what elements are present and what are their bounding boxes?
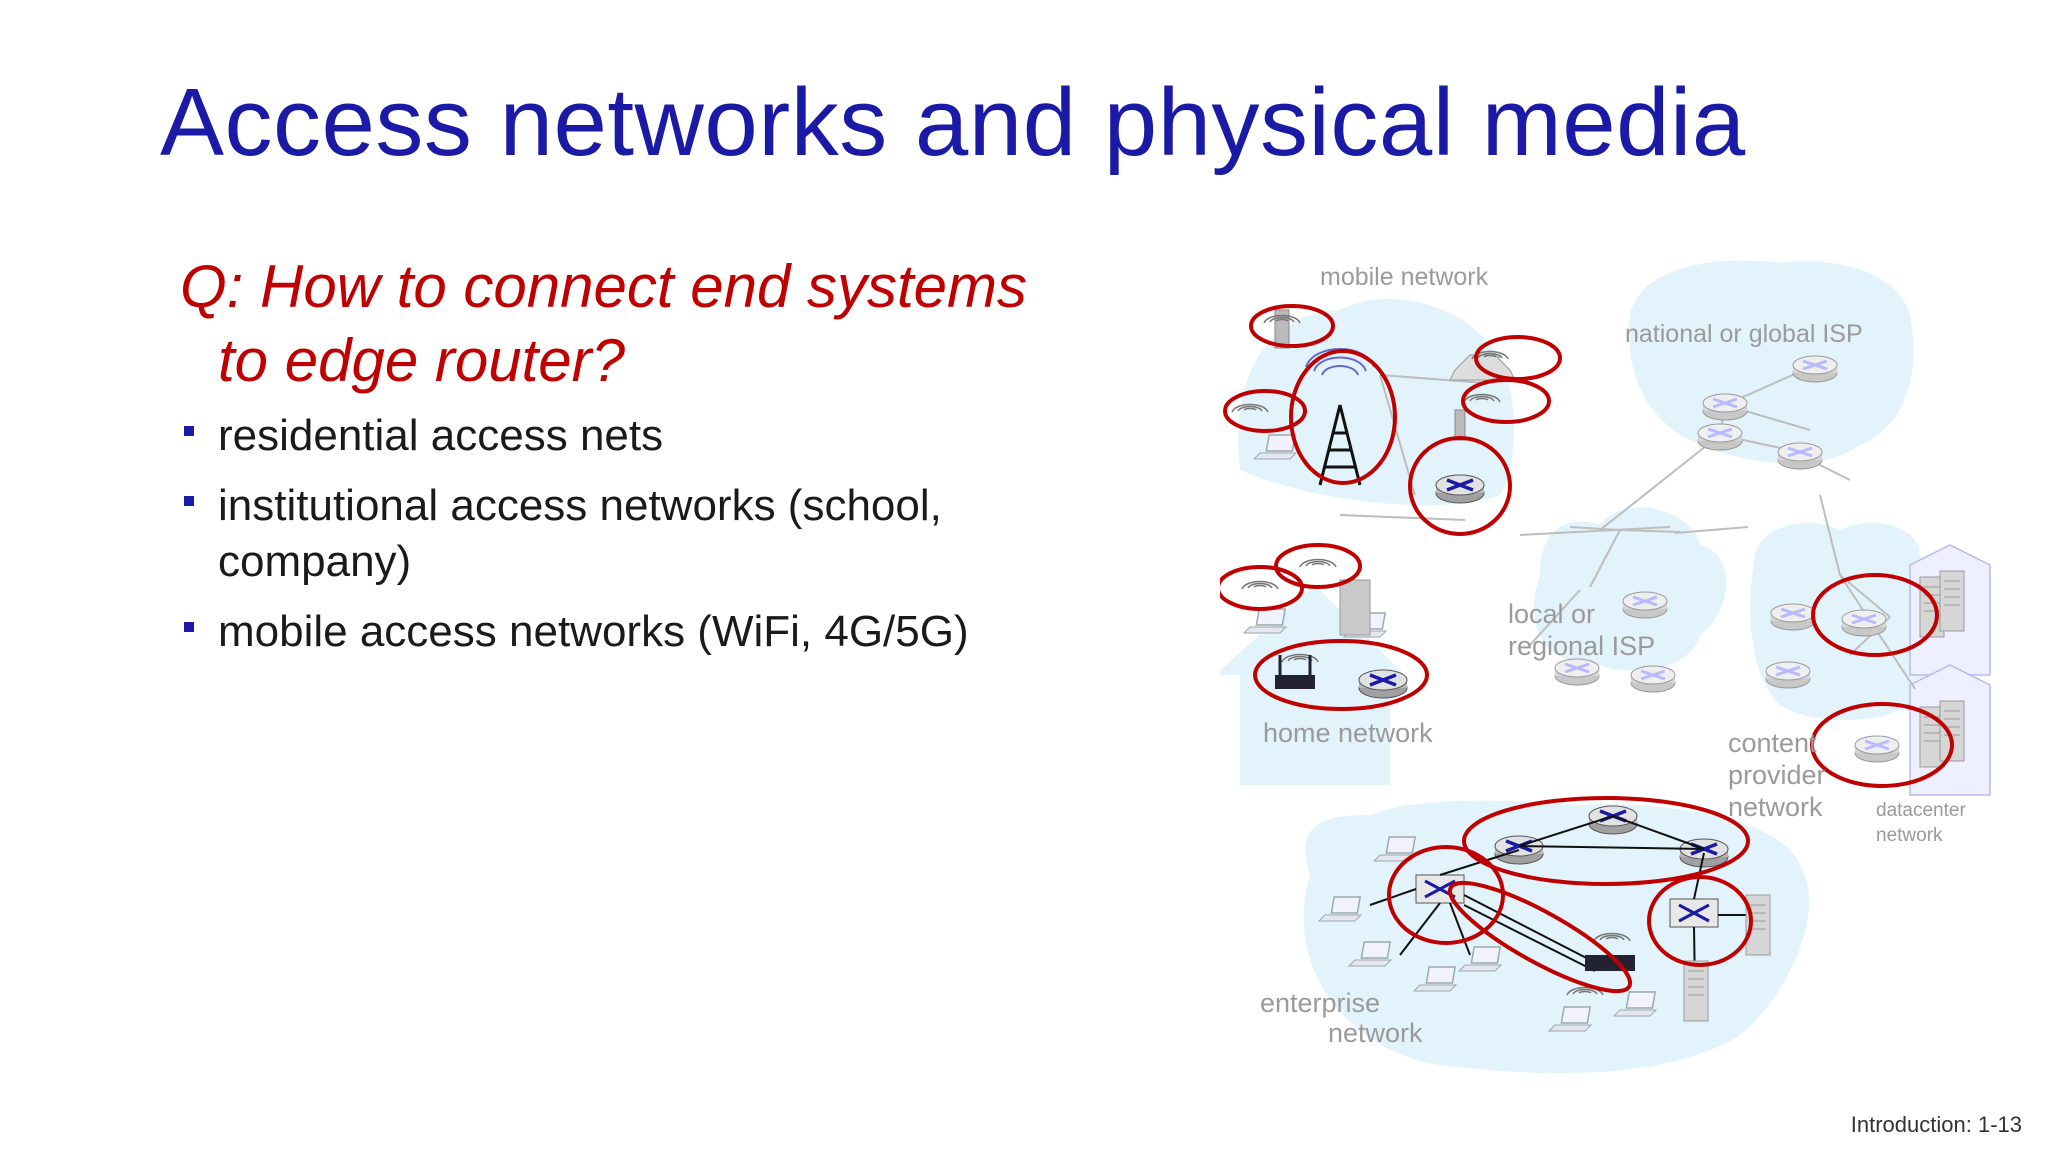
router-mobile: [1434, 473, 1486, 505]
question-line-2: to edge router?: [218, 327, 625, 394]
cloud-mobile: [1238, 298, 1514, 506]
cloud-enterprise: [1303, 800, 1810, 1074]
home-devices: [1241, 558, 1387, 689]
router-national-4: [1776, 441, 1824, 471]
slide-title: Access networks and physical media: [160, 69, 1746, 176]
router-national-3: [1696, 422, 1744, 452]
router-national-2: [1791, 354, 1839, 384]
router-local-3: [1629, 664, 1677, 694]
label-enterprise-2: network: [1328, 1018, 1423, 1048]
label-content-1: content: [1728, 728, 1817, 758]
traffic-light-icon: [1454, 409, 1466, 441]
router-enterprise-top: [1587, 804, 1639, 836]
bullet-institutional: institutional access networks (school, c…: [180, 478, 1080, 590]
router-home: [1357, 668, 1409, 700]
switch-enterprise-left: [1415, 874, 1465, 904]
highlight-rings: [1220, 304, 1954, 994]
label-local-isp-1: local or: [1508, 599, 1595, 629]
router-content-1: [1769, 602, 1817, 632]
router-local-1: [1621, 590, 1669, 620]
network-diagram: mobile network national or global ISP lo…: [1220, 255, 2020, 1095]
router-content-2: [1764, 660, 1812, 690]
switch-enterprise-right: [1669, 898, 1719, 928]
router-local-2: [1553, 657, 1601, 687]
slide-footer: Introduction: 1-13: [1850, 1112, 2022, 1137]
router-national-1: [1701, 392, 1749, 422]
label-datacenter-2: network: [1876, 825, 1943, 846]
enterprise-links: [1369, 814, 1760, 991]
label-national-isp: national or global ISP: [1625, 320, 1863, 348]
network-links: [1339, 354, 1916, 690]
label-local-isp-2: regional ISP: [1508, 631, 1655, 661]
bullet-residential: residential access nets: [180, 408, 1080, 464]
label-content-3: network: [1728, 792, 1823, 822]
label-enterprise-1: enterprise: [1260, 988, 1380, 1018]
cloud-national-isp: [1629, 260, 1914, 464]
label-content-2: provider: [1728, 760, 1826, 790]
label-home-network: home network: [1263, 718, 1433, 748]
bullet-mobile: mobile access networks (WiFi, 4G/5G): [180, 604, 1080, 660]
label-mobile-network: mobile network: [1320, 263, 1489, 291]
bullet-list: residential access nets institutional ac…: [180, 408, 1080, 674]
cloud-local-isp: [1533, 507, 1727, 671]
label-datacenter-1: datacenter: [1876, 800, 1966, 821]
question-line-1: Q: How to connect end systems: [180, 253, 1028, 320]
question: Q: How to connect end systems to edge ro…: [180, 250, 1100, 398]
